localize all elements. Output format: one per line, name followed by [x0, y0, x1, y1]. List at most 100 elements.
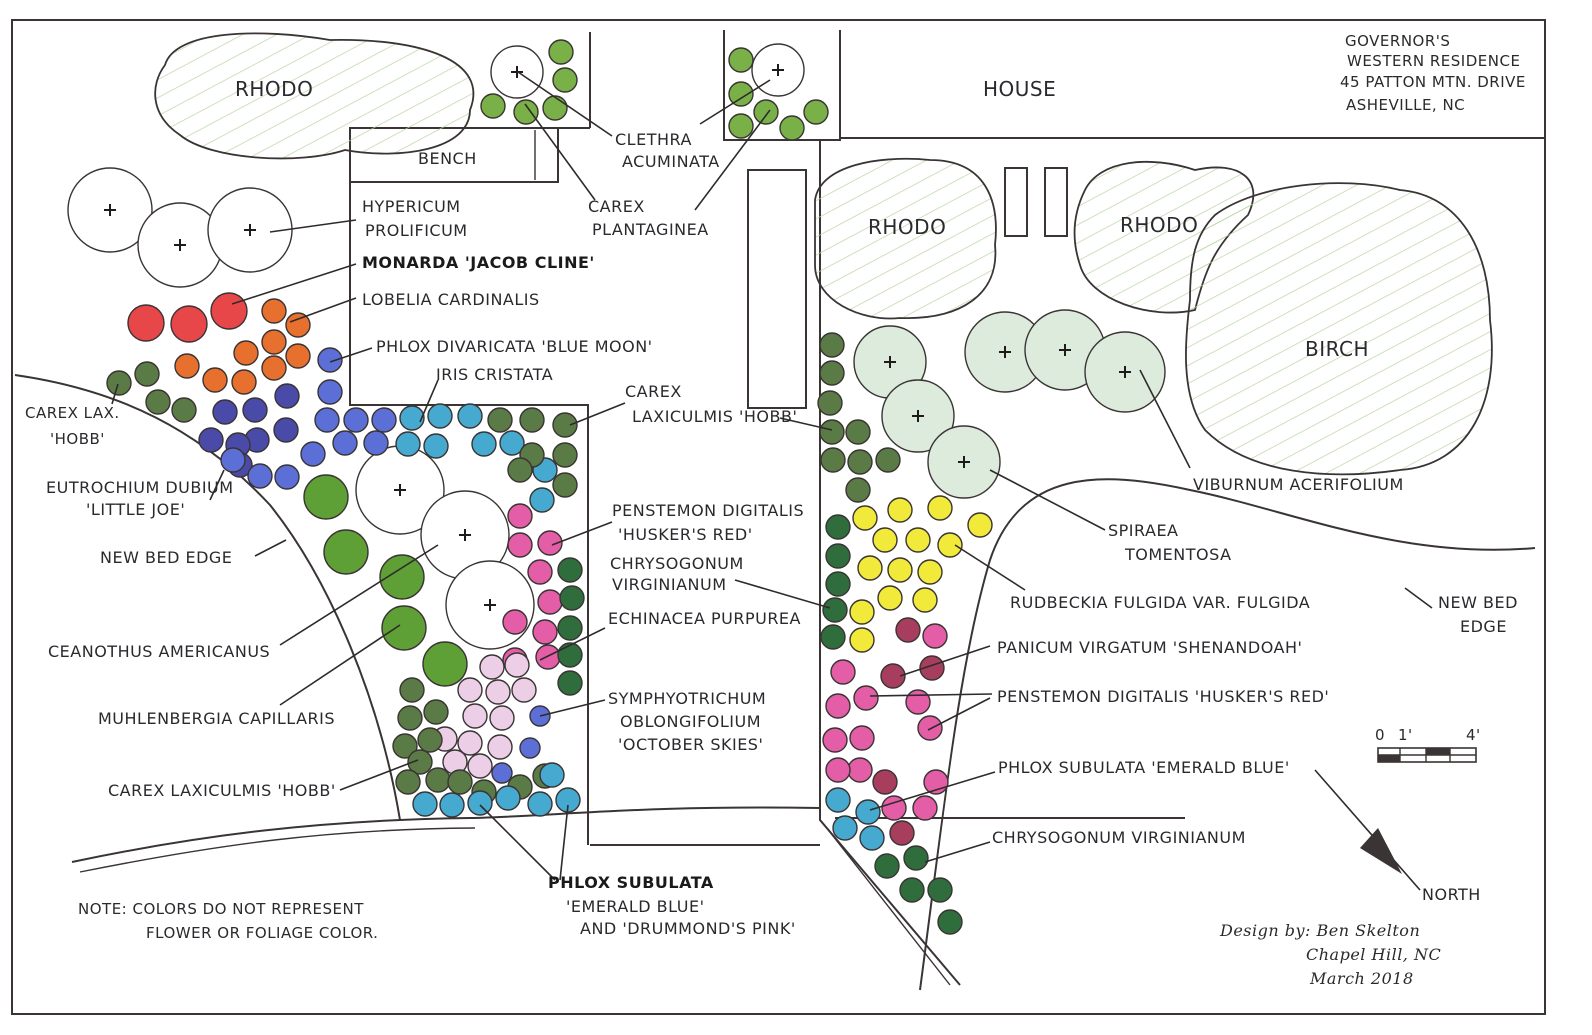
- lobelia-plant: [174, 353, 200, 379]
- penstemon-plant: [830, 659, 856, 685]
- rudbeckia-plant: [927, 495, 953, 521]
- phlox-divaricata-plant: [363, 430, 389, 456]
- echinacea-plant: [467, 753, 493, 779]
- rhodo-right-label: RHODO: [1120, 213, 1198, 237]
- label-eutrochium-2: 'LITTLE JOE': [86, 500, 185, 519]
- muhlenbergia-plant: [381, 605, 427, 651]
- label-iris: IRIS CRISTATA: [436, 365, 553, 384]
- plant-center-mark: [459, 529, 471, 541]
- carex-laxiculmis-plant: [447, 769, 473, 795]
- carex-laxiculmis-plant: [417, 727, 443, 753]
- label-carex-plant-2: PLANTAGINEA: [592, 220, 709, 239]
- chrysogonum-plant: [559, 585, 585, 611]
- label-symphyotrichum-3: 'OCTOBER SKIES': [618, 735, 763, 754]
- scale-bar: 0 1' 4': [1375, 726, 1481, 763]
- penstemon-plant: [527, 559, 553, 585]
- label-panicum: PANICUM VIRGATUM 'SHENANDOAH': [997, 638, 1302, 657]
- label-viburnum: VIBURNUM ACERIFOLIUM: [1193, 475, 1404, 494]
- plant-center-mark: [394, 484, 406, 496]
- carex-laxiculmis-plant: [552, 412, 578, 438]
- label-chrysogonum-right: CHRYSOGONUM VIRGINIANUM: [992, 828, 1246, 847]
- lobelia-plant: [261, 298, 287, 324]
- carex-laxiculmis-plant: [392, 733, 418, 759]
- phlox-divaricata-plant: [317, 347, 343, 373]
- echinacea-plant: [485, 679, 511, 705]
- penstemon-plant: [849, 725, 875, 751]
- carex-laxiculmis-plant: [820, 447, 846, 473]
- carex-laxiculmis-plant: [106, 370, 132, 396]
- chrysogonum-plant: [557, 642, 583, 668]
- chrysogonum-plant: [825, 571, 851, 597]
- phlox-subulata-plant: [855, 799, 881, 825]
- rudbeckia-plant: [857, 555, 883, 581]
- label-new-bed-edge-left: NEW BED EDGE: [100, 548, 232, 567]
- monarda-plant: [210, 292, 248, 330]
- carex-laxiculmis-plant: [845, 419, 871, 445]
- lobelia-plant: [285, 343, 311, 369]
- eutrochium-plant: [198, 427, 224, 453]
- label-echinacea: ECHINACEA PURPUREA: [608, 609, 801, 628]
- note: NOTE: COLORS DO NOT REPRESENT FLOWER OR …: [78, 900, 378, 942]
- chrysogonum-plant: [937, 909, 963, 935]
- symphyotrichum-plant: [519, 737, 541, 759]
- north-arrow: NORTH: [1314, 769, 1480, 904]
- carex-plantaginea-plant: [728, 47, 754, 73]
- iris-plant: [499, 430, 525, 456]
- monarda-plant: [127, 304, 165, 342]
- carex-laxiculmis-plant: [875, 447, 901, 473]
- iris-plant: [399, 405, 425, 431]
- bench-label: BENCH: [418, 149, 477, 168]
- carex-laxiculmis-plant: [819, 360, 845, 386]
- iris-plant: [427, 403, 453, 429]
- phlox-divaricata-plant: [220, 447, 246, 473]
- phlox-subulata-plant: [539, 762, 565, 788]
- scale-one: 1': [1398, 726, 1413, 744]
- plant-center-mark: [174, 239, 186, 251]
- lobelia-plant: [202, 367, 228, 393]
- credit-line-1: Design by: Ben Skelton: [1219, 921, 1420, 940]
- chrysogonum-plant: [874, 853, 900, 879]
- plant-center-mark: [1119, 366, 1131, 378]
- echinacea-plant: [457, 677, 483, 703]
- lobelia-plant: [233, 340, 259, 366]
- carex-laxiculmis-plant: [819, 332, 845, 358]
- label-muhlenbergia: MUHLENBERGIA CAPILLARIS: [98, 709, 335, 728]
- scale-four: 4': [1466, 726, 1481, 744]
- carex-plantaginea-plant: [480, 93, 506, 119]
- carex-laxiculmis-plant: [487, 407, 513, 433]
- echinacea-plant: [504, 652, 530, 678]
- plant-center-mark: [104, 204, 116, 216]
- penstemon-plant: [912, 795, 938, 821]
- penstemon-plant: [507, 503, 533, 529]
- carex-laxiculmis-plant: [425, 767, 451, 793]
- rudbeckia-plant: [905, 527, 931, 553]
- rudbeckia-plant: [937, 532, 963, 558]
- penstemon-plant: [532, 619, 558, 645]
- label-chrysogonum-mid-1: CHRYSOGONUM: [610, 554, 744, 573]
- muhlenbergia-plant: [422, 641, 468, 687]
- iris-plant: [423, 433, 449, 459]
- carex-laxiculmis-plant: [507, 457, 533, 483]
- penstemon-plant: [922, 623, 948, 649]
- carex-plantaginea-plant: [548, 39, 574, 65]
- penstemon-plant: [507, 532, 533, 558]
- rhodo-mid-label: RHODO: [868, 215, 946, 239]
- drawing-border: [11, 19, 1546, 1015]
- panicum-plant: [889, 820, 915, 846]
- phlox-divaricata-plant: [300, 441, 326, 467]
- penstemon-plant: [905, 689, 931, 715]
- title-line-2: WESTERN RESIDENCE: [1347, 52, 1520, 70]
- carex-laxiculmis-plant: [423, 699, 449, 725]
- leader-lines: [111, 71, 1433, 881]
- shrub-group: [67, 43, 1166, 650]
- label-spiraea-2: TOMENTOSA: [1124, 545, 1232, 564]
- chrysogonum-plant: [557, 557, 583, 583]
- plant-center-mark: [912, 410, 924, 422]
- plant-labels: CLETHRA ACUMINATA CAREX PLANTAGINEA HYPE…: [25, 130, 1517, 938]
- penstemon-plant: [825, 757, 851, 783]
- chrysogonum-plant: [825, 514, 851, 540]
- penstemon-plant: [535, 644, 561, 670]
- label-hypericum-2: PROLIFICUM: [365, 221, 468, 240]
- label-penstemon-1: PENSTEMON DIGITALIS: [612, 501, 804, 520]
- eutrochium-plant: [273, 417, 299, 443]
